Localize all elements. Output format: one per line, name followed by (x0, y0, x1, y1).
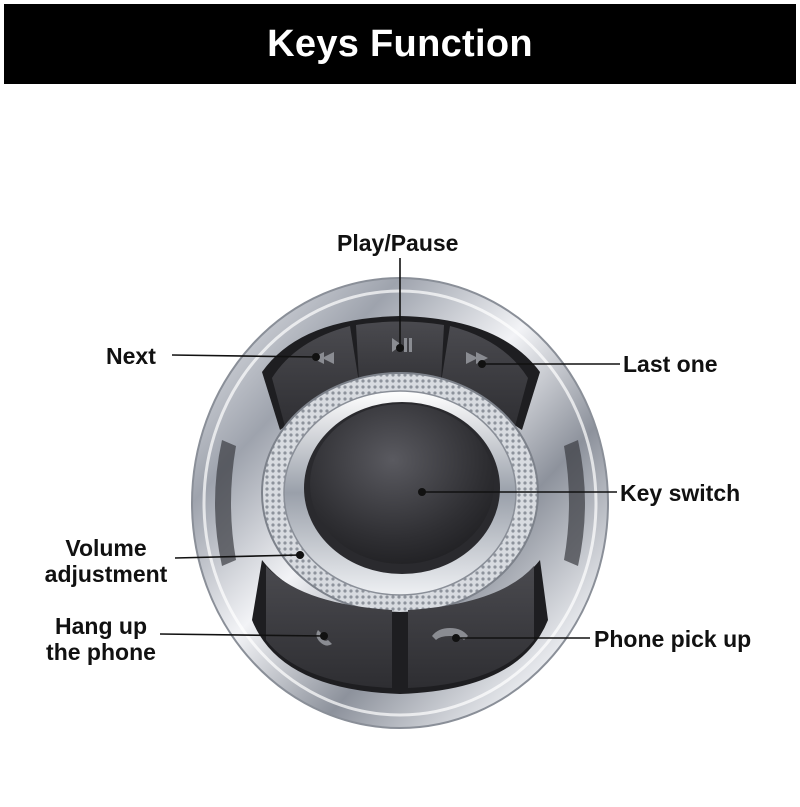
key-switch-knob[interactable] (304, 402, 500, 574)
play-pause-icon (392, 338, 412, 352)
pick-up-button[interactable] (408, 566, 534, 688)
label-play-pause: Play/Pause (337, 230, 459, 256)
phone-hang-up-icon (316, 630, 332, 646)
label-last-one: Last one (623, 351, 718, 377)
label-hang-up-line2: the phone (46, 639, 156, 665)
label-volume-line1: Volume (65, 535, 147, 561)
leader-lines (159, 258, 620, 639)
skip-next-icon (466, 352, 488, 364)
label-volume-line2: adjustment (44, 561, 168, 587)
label-key-switch: Key switch (620, 480, 741, 506)
hang-up-button[interactable] (266, 566, 392, 688)
label-hang-up-line1: Hang up (55, 613, 147, 639)
label-hang-up: Hang up the phone (40, 613, 162, 665)
label-next: Next (106, 343, 156, 369)
leader-dots (296, 344, 486, 642)
label-phone-pick-up: Phone pick up (594, 626, 752, 652)
bottom-button-panel (252, 560, 548, 694)
header-banner: Keys Function (4, 4, 796, 84)
label-volume-adjustment: Volume adjustment (36, 535, 176, 587)
page-title: Keys Function (267, 22, 533, 65)
